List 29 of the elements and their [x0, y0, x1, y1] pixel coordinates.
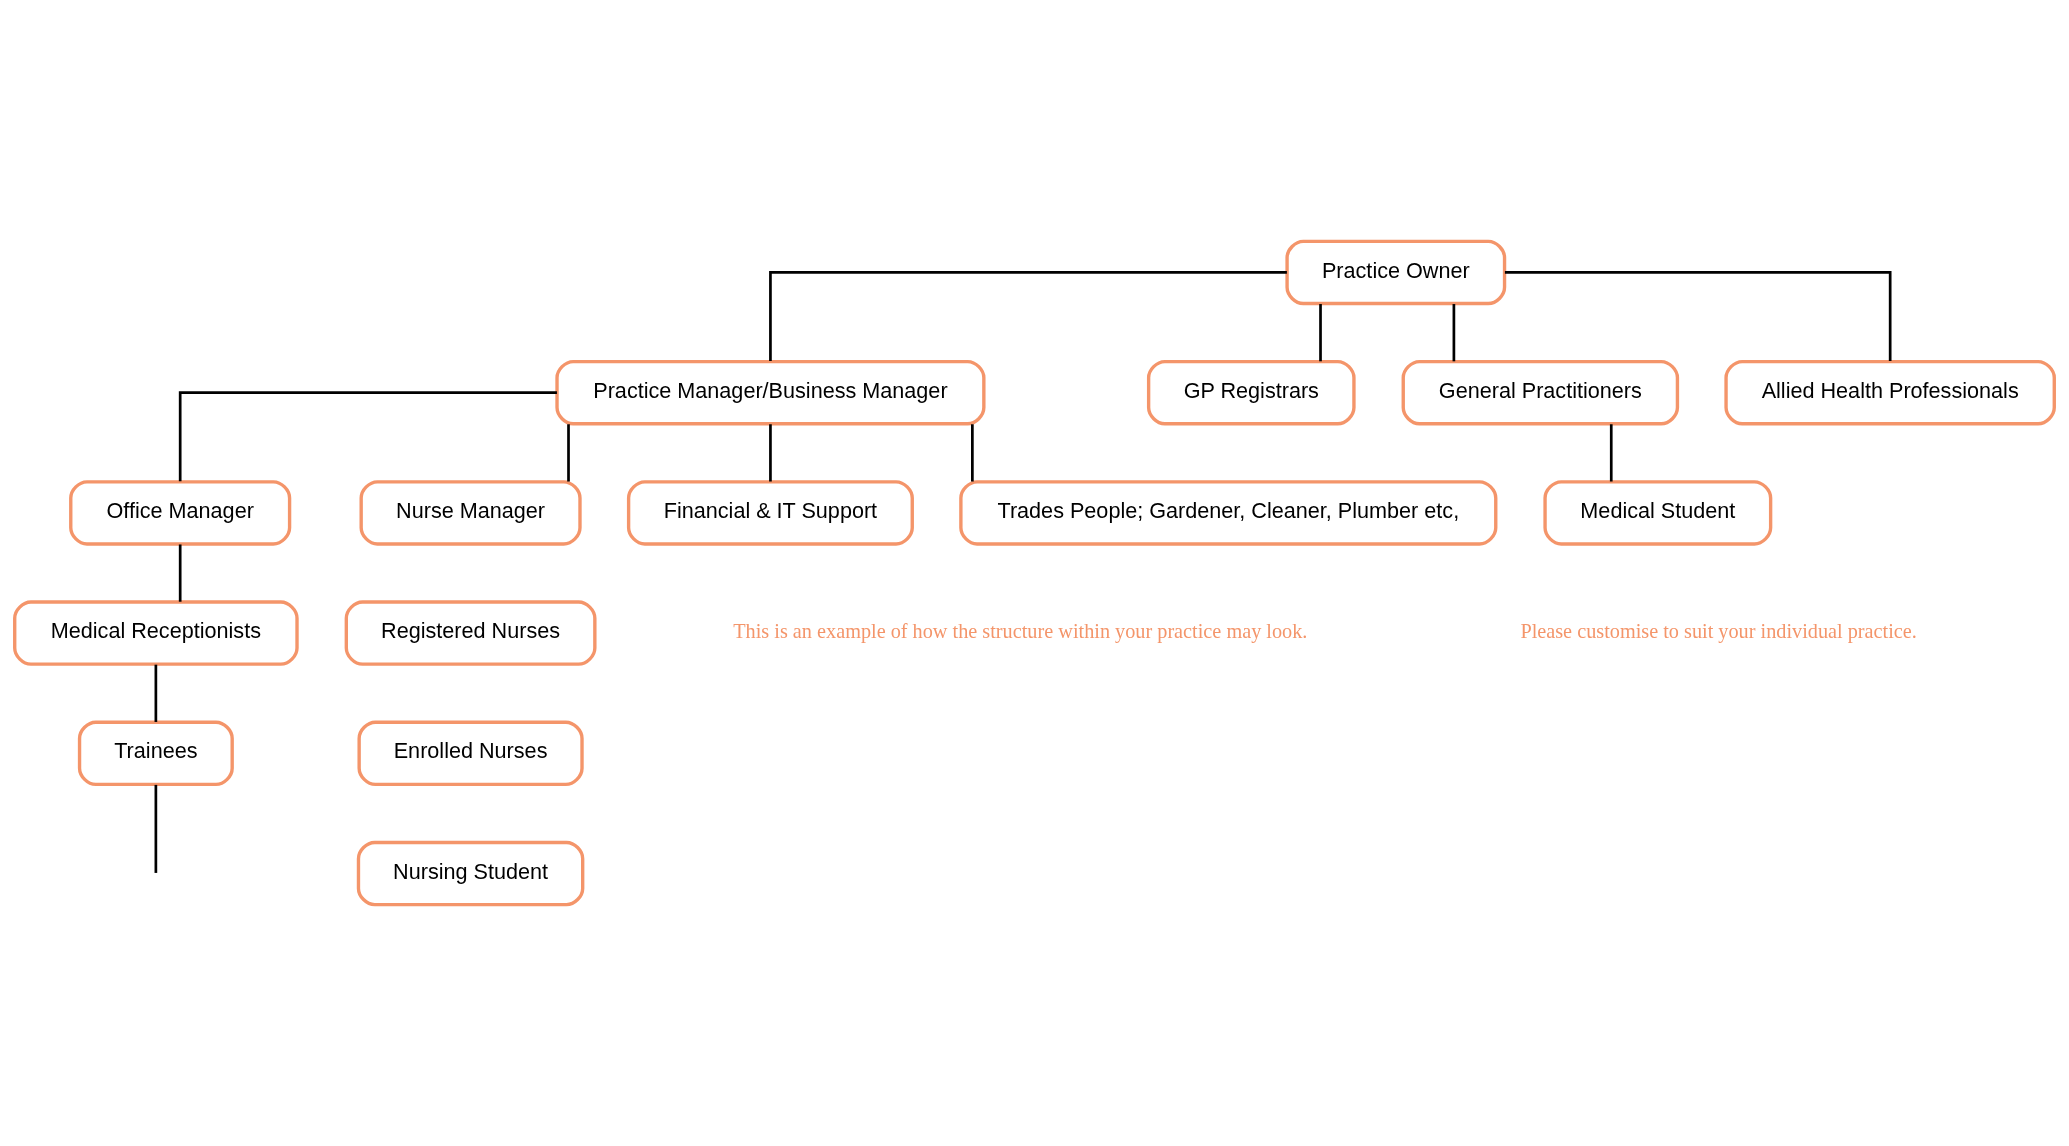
label: Please customise to suit your individual practice. — [1520, 619, 1917, 642]
label: This is an example of how the structure within your practice may look. — [733, 619, 1308, 642]
connector — [769, 424, 772, 482]
connector — [1609, 424, 1613, 482]
node-box: Allied Health Professionals — [1724, 359, 2056, 426]
connector — [567, 424, 570, 482]
connector — [178, 544, 182, 602]
connector — [178, 391, 557, 482]
node-box: Medical Student — [1543, 480, 1773, 546]
node-box: Trainees — [77, 720, 234, 787]
connector — [769, 271, 1287, 362]
node-box: Office Manager — [69, 480, 292, 546]
node-box: Practice Manager/Business Manager — [555, 359, 986, 426]
node-box: Nurse Manager — [359, 480, 582, 546]
node-box: Registered Nurses — [344, 600, 597, 666]
connector — [154, 784, 158, 873]
connector — [1319, 304, 1322, 362]
node-box: Practice Owner — [1285, 239, 1507, 306]
node-box: GP Registrars — [1146, 359, 1356, 426]
connector — [1504, 271, 1892, 362]
connector — [154, 664, 158, 722]
connector — [971, 424, 974, 482]
node-box: General Practitioners — [1401, 359, 1680, 426]
connector — [1452, 304, 1456, 362]
node-box: Medical Receptionists — [13, 600, 299, 666]
node-box: Trades People; Gardener, Cleaner, Plumber etc, — [959, 480, 1498, 546]
node-box: Nursing Student — [356, 840, 585, 907]
node-box: Financial & IT Support — [626, 480, 914, 546]
node-box: Enrolled Nurses — [357, 720, 584, 787]
